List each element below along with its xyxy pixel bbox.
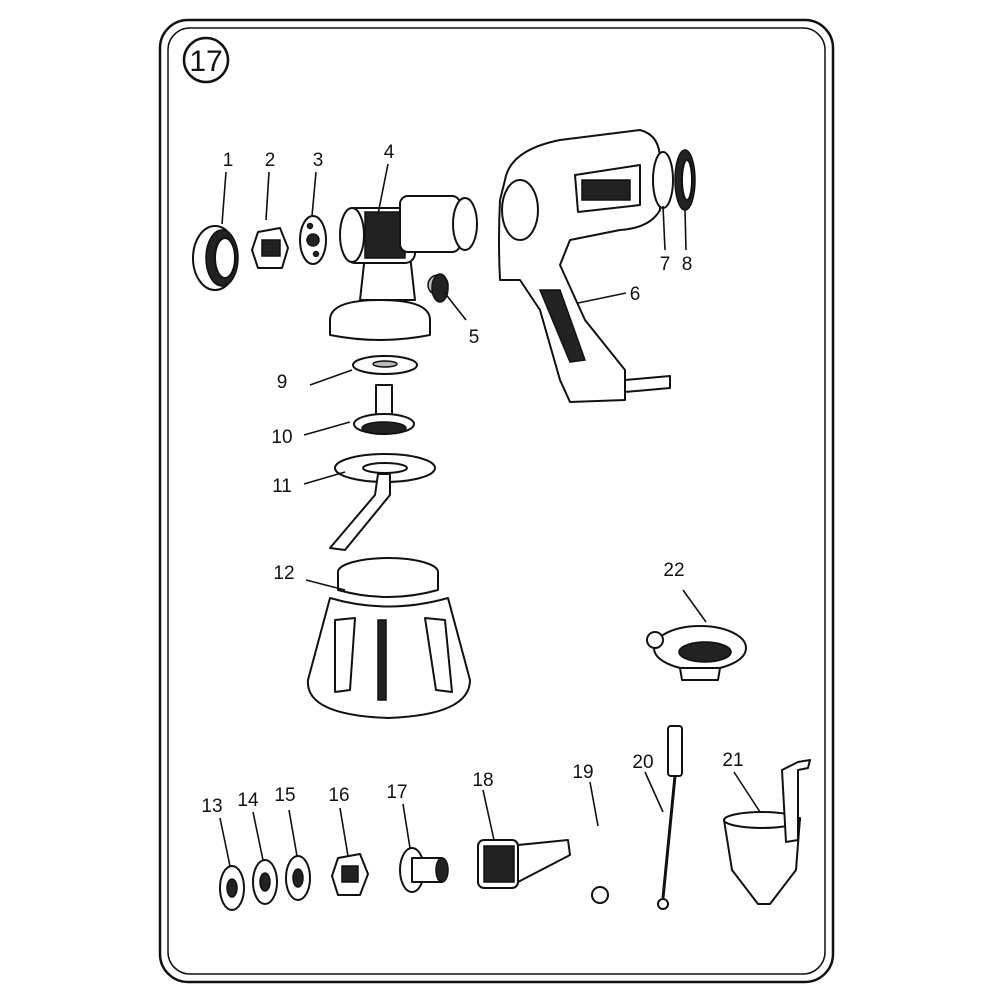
part-7-filter (652, 151, 674, 209)
part-label-20: 20 (632, 752, 653, 773)
part-label-16: 16 (328, 785, 349, 806)
part-6-handle-housing (498, 129, 671, 403)
part-label-12: 12 (273, 563, 294, 584)
part-15-nozzle-ring (285, 855, 311, 901)
part-label-4: 4 (384, 142, 395, 163)
part-labels: 1 2 3 4 5 6 7 8 9 10 11 12 13 14 15 16 1… (201, 142, 743, 817)
part-label-11: 11 (272, 476, 292, 497)
part-11-gasket-tube (329, 453, 436, 551)
part-label-18: 18 (472, 770, 493, 791)
part-label-13: 13 (201, 796, 222, 817)
part-21-viscosity-cup (723, 759, 811, 905)
part-14-nozzle-ring (252, 859, 278, 905)
part-12-container (306, 557, 471, 719)
part-label-1: 1 (223, 150, 234, 171)
part-label-3: 3 (313, 150, 324, 171)
part-label-17: 17 (386, 782, 407, 803)
part-17-connector (399, 847, 449, 893)
part-label-7: 7 (660, 254, 671, 275)
step-badge-circle (182, 36, 230, 84)
part-label-6: 6 (630, 284, 641, 305)
part-5-adjust-knob (431, 273, 449, 303)
part-4-front-assembly (329, 195, 478, 341)
outer-frame (158, 18, 835, 984)
part-label-10: 10 (271, 427, 292, 448)
part-3-valve-disc (299, 215, 327, 265)
part-label-14: 14 (237, 790, 259, 811)
step-badge-number: 17 (189, 45, 222, 78)
part-label-19: 19 (572, 762, 593, 783)
part-2-nozzle (251, 227, 289, 269)
part-9-valve-plate (352, 355, 418, 375)
inner-frame (167, 27, 826, 975)
part-1-air-cap (192, 225, 239, 291)
part-13-nozzle-ring (219, 865, 245, 911)
part-10-tube-holder (353, 384, 415, 435)
part-16-nozzle-piece (331, 853, 369, 896)
part-label-21: 21 (722, 750, 743, 771)
part-18-extension-nozzle (477, 839, 571, 889)
part-8-rear-cover (674, 149, 696, 211)
part-20-cleaning-brush (657, 725, 683, 910)
part-label-22: 22 (663, 560, 684, 581)
part-label-5: 5 (469, 327, 480, 348)
part-label-9: 9 (277, 372, 288, 393)
part-label-2: 2 (265, 150, 276, 171)
part-19-o-ring (591, 886, 609, 904)
part-label-8: 8 (682, 254, 693, 275)
leader-lines (219, 163, 761, 867)
part-22-funnel-ring (646, 625, 747, 681)
part-label-15: 15 (274, 785, 295, 806)
